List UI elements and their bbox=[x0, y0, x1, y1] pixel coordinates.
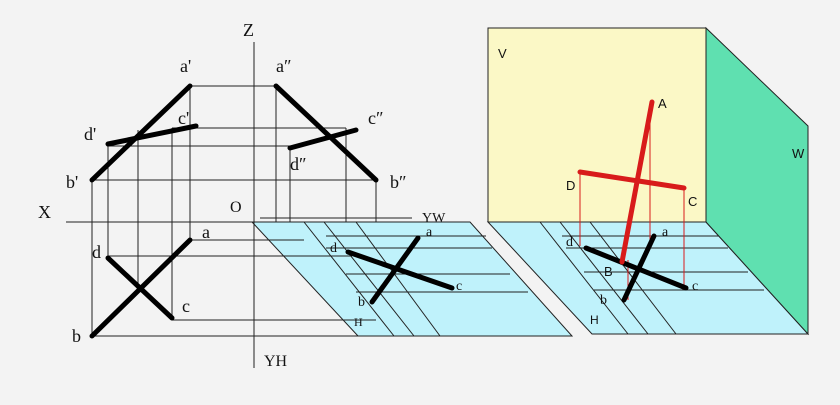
construction-lines bbox=[91, 85, 377, 337]
label-h-plane-right: H bbox=[590, 313, 599, 327]
label-d-prime: d' bbox=[84, 124, 96, 144]
label-w-plane: W bbox=[792, 146, 805, 161]
axes bbox=[66, 42, 420, 368]
label-plane-a: a bbox=[426, 225, 433, 240]
label-proj-c: c bbox=[692, 279, 698, 294]
front-cd-line bbox=[105, 123, 199, 147]
label-point-b: B bbox=[604, 264, 613, 279]
label-top-c: c bbox=[182, 296, 190, 316]
space-cd-line bbox=[577, 169, 687, 191]
label-top-d: d bbox=[92, 242, 101, 262]
top-cd-line bbox=[105, 255, 175, 321]
side-cd-line bbox=[287, 127, 359, 151]
label-c-prime: c' bbox=[178, 108, 189, 128]
label-point-c: C bbox=[688, 194, 697, 209]
label-proj-d: d bbox=[566, 235, 573, 250]
label-d-double-prime: d″ bbox=[290, 154, 307, 174]
label-proj-a: a bbox=[662, 225, 669, 240]
thick-lines-left bbox=[89, 83, 455, 339]
label-plane-b: b bbox=[358, 295, 365, 310]
front-ab-line bbox=[89, 83, 193, 183]
label-top-a: a bbox=[202, 222, 210, 242]
label-plane-c: c bbox=[456, 279, 462, 294]
h-plane-left-hatch bbox=[303, 221, 528, 337]
label-v-plane: V bbox=[498, 46, 507, 61]
red-space-lines bbox=[577, 99, 687, 265]
label-proj-b: b bbox=[600, 293, 607, 308]
plane-cd-line bbox=[345, 249, 455, 291]
left-three-view-diagram: X Z O YH YW a' b' c' d' a″ b″ c″ d″ a b … bbox=[38, 20, 574, 370]
z-axis-label: Z bbox=[243, 20, 254, 40]
yh-axis-label: YH bbox=[264, 353, 288, 370]
side-ab-line bbox=[273, 83, 379, 183]
label-top-b: b bbox=[72, 326, 81, 346]
label-plane-h: H bbox=[354, 315, 363, 329]
v-plane bbox=[487, 27, 707, 223]
x-axis-label: X bbox=[38, 202, 51, 222]
label-b-double-prime: b″ bbox=[390, 172, 407, 192]
label-a-prime: a' bbox=[180, 56, 191, 76]
label-a-double-prime: a″ bbox=[276, 56, 292, 76]
h-cd-line bbox=[583, 245, 689, 291]
label-c-double-prime: c″ bbox=[368, 108, 384, 128]
thick-lines-right bbox=[583, 233, 689, 303]
label-plane-d: d bbox=[330, 241, 337, 256]
label-point-a: A bbox=[658, 96, 667, 111]
label-b-prime: b' bbox=[66, 172, 78, 192]
label-point-d: D bbox=[566, 178, 575, 193]
right-3d-diagram: V W H A B C D a b c d bbox=[486, 26, 810, 336]
yw-axis-label: YW bbox=[422, 211, 446, 226]
origin-label: O bbox=[230, 199, 242, 216]
